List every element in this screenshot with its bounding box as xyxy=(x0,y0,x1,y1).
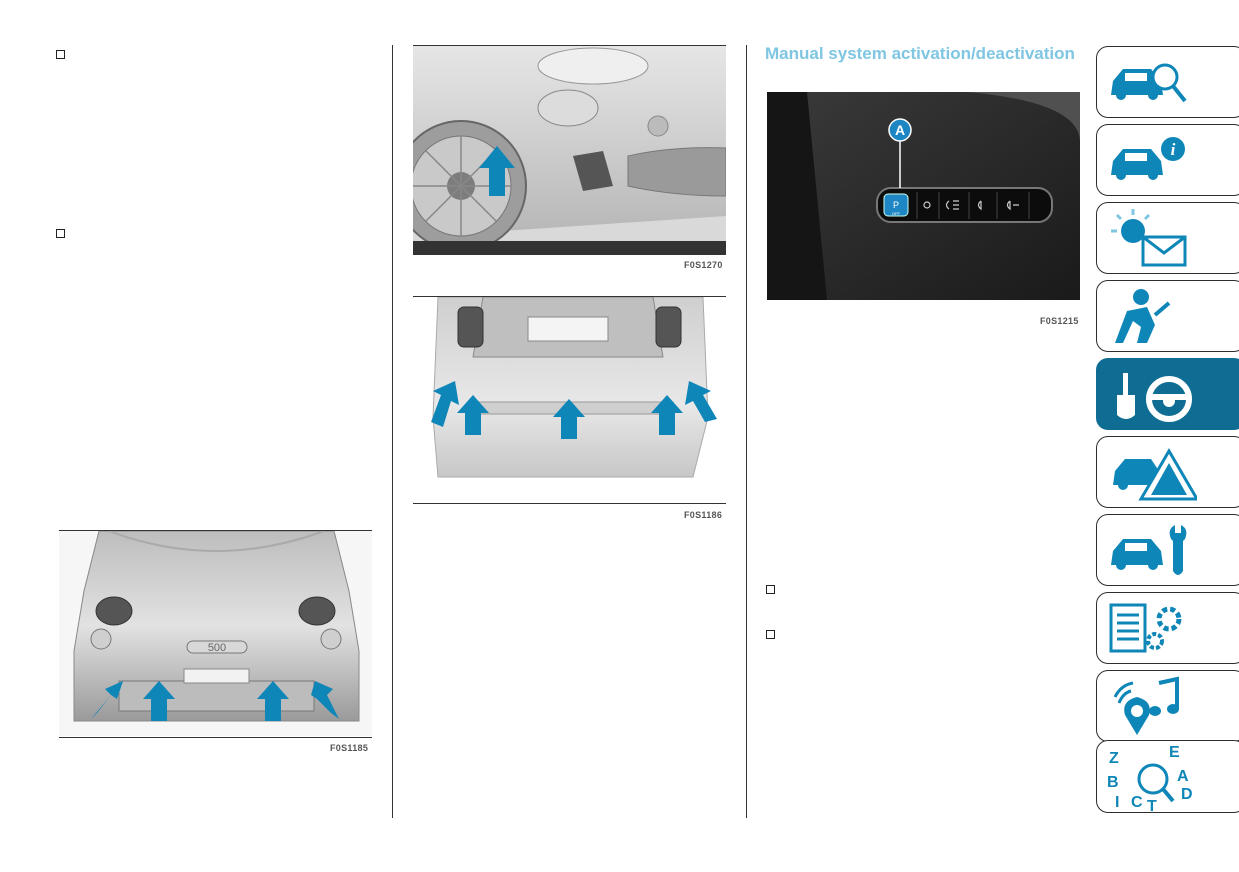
car-search-icon xyxy=(1111,63,1187,103)
airbag-seat-icon xyxy=(1115,289,1171,343)
figure-top-rule xyxy=(413,45,726,46)
index-letter: Z xyxy=(1109,750,1119,767)
figure-label: F0S1270 xyxy=(684,260,723,270)
figure-bottom-rule xyxy=(413,503,726,504)
tab-starting-driving[interactable] xyxy=(1096,358,1239,430)
list-gears-icon xyxy=(1109,603,1182,653)
bullet-marker xyxy=(766,630,775,639)
car-wrench-icon xyxy=(1111,525,1187,575)
column-divider xyxy=(392,45,393,818)
index-letter: B xyxy=(1107,774,1119,791)
tab-index[interactable]: Z E B A I C T D xyxy=(1096,740,1239,813)
bullet-marker xyxy=(56,229,65,238)
car-warning-triangle-icon xyxy=(1113,448,1197,501)
music-note-location-icon xyxy=(1113,676,1179,735)
figure-bottom-rule xyxy=(413,254,726,255)
car-info-icon: i xyxy=(1111,137,1185,180)
tab-multimedia[interactable] xyxy=(1096,670,1239,742)
light-message-icon xyxy=(1111,209,1187,267)
index-letter: D xyxy=(1181,786,1193,803)
index-letter: T xyxy=(1147,798,1157,813)
figure-label: F0S1185 xyxy=(330,743,369,753)
key-steering-wheel-icon xyxy=(1117,373,1192,422)
figure-label: F0S1186 xyxy=(684,510,723,520)
bullet-marker xyxy=(56,50,65,59)
rear-bumper-figure xyxy=(413,297,726,502)
park-button-text: P xyxy=(893,200,899,210)
tab-lights-messages[interactable] xyxy=(1096,202,1239,274)
tab-technical-data[interactable] xyxy=(1096,592,1239,664)
figure-bottom-rule xyxy=(59,737,372,738)
front-bumper-figure: 500 xyxy=(59,531,372,736)
index-letter: I xyxy=(1115,794,1119,811)
front-side-figure xyxy=(413,46,726,254)
tab-maintenance[interactable] xyxy=(1096,514,1239,586)
svg-text:i: i xyxy=(1171,140,1176,159)
column-divider xyxy=(746,45,747,818)
switch-panel-figure: P OFF A xyxy=(767,92,1080,300)
tab-emergency[interactable] xyxy=(1096,436,1239,508)
figure-label: F0S1215 xyxy=(1040,316,1079,326)
tab-car-info[interactable]: i xyxy=(1096,124,1239,196)
park-button-sub: OFF xyxy=(892,211,901,216)
callout-a: A xyxy=(895,122,905,138)
index-letter: C xyxy=(1131,794,1143,811)
bullet-marker xyxy=(766,585,775,594)
grille-badge: 500 xyxy=(208,642,226,654)
tab-safety[interactable] xyxy=(1096,280,1239,352)
section-title: Manual system activation/deactivation xyxy=(765,44,1075,63)
alphabet-index-icon: Z E B A I C T D xyxy=(1107,745,1193,813)
tab-car-search[interactable] xyxy=(1096,46,1239,118)
index-letter: A xyxy=(1177,768,1189,785)
index-letter: E xyxy=(1169,745,1180,761)
